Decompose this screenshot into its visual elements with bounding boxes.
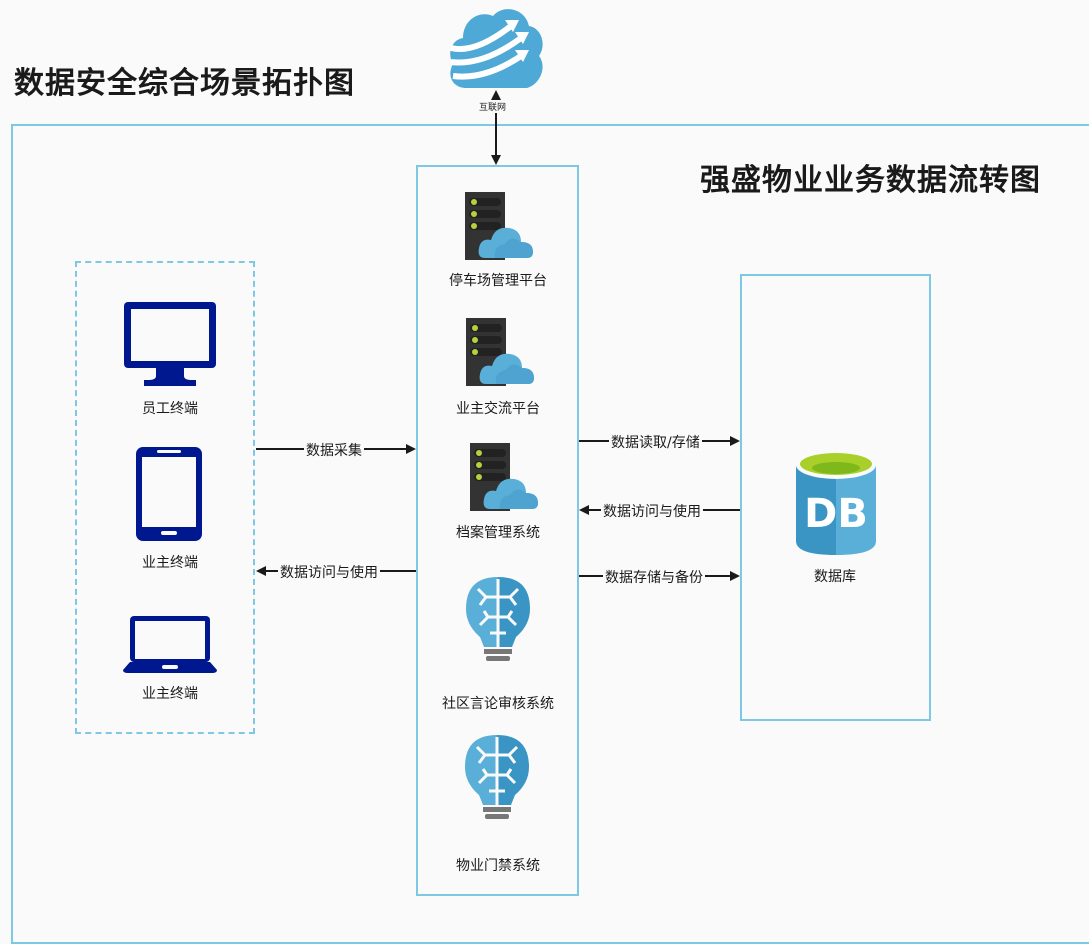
- terminal-owner-laptop[interactable]: [122, 615, 218, 679]
- database-node[interactable]: DB: [795, 449, 877, 561]
- server-cloud-icon: [465, 192, 533, 260]
- cloud-arrows-icon: [450, 9, 543, 88]
- server-cloud-icon: [466, 318, 534, 386]
- system-owner-forum[interactable]: [466, 318, 536, 390]
- database-group: [740, 274, 931, 721]
- system-parking[interactable]: [465, 192, 535, 264]
- laptop-icon: [123, 616, 217, 673]
- flow-label-access: 数据访问与使用: [278, 562, 380, 582]
- flow-label-collect: 数据采集: [304, 440, 364, 460]
- database-icon: DB: [796, 451, 876, 555]
- flow-label-access: 数据访问与使用: [601, 501, 703, 521]
- internet-node[interactable]: [445, 4, 547, 90]
- db-text: DB: [804, 491, 868, 537]
- flow-label-store-backup: 数据存储与备份: [603, 567, 705, 587]
- arrow-down-icon: [491, 155, 501, 165]
- system-label: 档案管理系统: [456, 525, 540, 541]
- flow-label-read-store: 数据读取/存储: [609, 432, 702, 452]
- internet-link-line: [495, 92, 497, 156]
- main-title: 数据安全综合场景拓扑图: [14, 66, 355, 101]
- terminal-group: [75, 261, 255, 734]
- terminal-label: 业主终端: [142, 555, 198, 571]
- database-label: 数据库: [814, 569, 856, 585]
- system-archive[interactable]: [470, 443, 540, 515]
- system-group: [416, 165, 579, 896]
- monitor-icon: [124, 302, 216, 386]
- arrow-right-icon: [730, 436, 740, 446]
- server-cloud-icon: [470, 443, 538, 511]
- arrow-right-icon: [730, 571, 740, 581]
- terminal-label: 员工终端: [142, 401, 198, 417]
- system-label: 业主交流平台: [456, 401, 540, 417]
- system-label: 社区言论审核系统: [442, 696, 554, 712]
- terminal-owner-tablet[interactable]: [135, 446, 203, 546]
- tablet-icon: [136, 447, 202, 541]
- brain-bulb-icon: [466, 577, 530, 661]
- terminal-label: 业主终端: [142, 686, 198, 702]
- arrow-left-icon: [256, 566, 266, 576]
- terminal-employee[interactable]: [122, 300, 218, 392]
- system-speech-review[interactable]: [464, 575, 532, 671]
- system-access-control[interactable]: [463, 733, 531, 829]
- system-label: 停车场管理平台: [449, 273, 547, 289]
- brain-bulb-icon: [465, 735, 529, 819]
- internet-label: 互联网: [479, 100, 507, 113]
- arrow-right-icon: [406, 444, 416, 454]
- system-label: 物业门禁系统: [456, 858, 540, 874]
- arrow-up-icon: [491, 90, 501, 100]
- arrow-left-icon: [579, 505, 589, 515]
- flow-diagram-title: 强盛物业业务数据流转图: [700, 163, 1041, 198]
